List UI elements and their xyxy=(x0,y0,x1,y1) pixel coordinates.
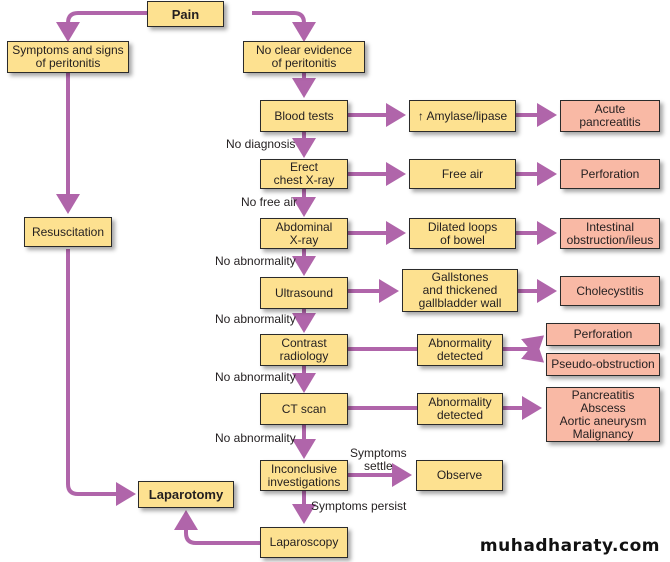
node-contrast-radiology: Contrast radiology xyxy=(260,334,348,366)
node-intestinal-obstruction: Intestinal obstruction/ileus xyxy=(560,218,660,249)
node-cholecystitis: Cholecystitis xyxy=(560,276,660,306)
label-symptoms-persist: Symptoms persist xyxy=(311,499,407,513)
node-perforation: Perforation xyxy=(560,159,660,189)
node-gallstones: Gallstones and thickened gallbladder wal… xyxy=(402,269,518,312)
node-ultrasound: Ultrasound xyxy=(260,277,348,309)
node-pain: Pain xyxy=(147,1,224,27)
node-erect-chest-xray: Erect chest X-ray xyxy=(260,159,348,189)
watermark: muhadharaty.com xyxy=(479,536,660,556)
node-inconclusive: Inconclusive investigations xyxy=(260,460,348,491)
node-dilated-loops: Dilated loops of bowel xyxy=(409,218,516,249)
label-no-abnormality-4: No abnormality xyxy=(215,431,296,445)
node-peritonitis-signs: Symptoms and signs of peritonitis xyxy=(7,41,129,73)
node-pseudo-obstruction: Pseudo-obstruction xyxy=(546,353,660,376)
node-ct-findings: Pancreatitis Abscess Aortic aneurysm Mal… xyxy=(546,387,660,442)
node-no-clear-evidence: No clear evidence of peritonitis xyxy=(243,41,365,73)
node-abnormality-detected-1: Abnormality detected xyxy=(417,334,503,366)
arrow-laparoscopy-to-laparotomy xyxy=(174,510,260,545)
node-amylase-lipase: ↑ Amylase/lipase xyxy=(409,100,516,132)
node-resuscitation: Resuscitation xyxy=(24,217,112,247)
label-no-abnormality-2: No abnormality xyxy=(215,312,296,326)
node-free-air: Free air xyxy=(409,159,516,189)
label-symptoms-settle: Symptoms settle xyxy=(350,446,407,473)
arrow-fork-to-perforation xyxy=(521,335,545,358)
node-ct-scan: CT scan xyxy=(260,393,348,425)
node-abnormality-detected-2: Abnormality detected xyxy=(417,393,503,425)
node-laparotomy: Laparotomy xyxy=(138,481,234,508)
node-blood-tests: Blood tests xyxy=(260,100,348,132)
arrow-fork-to-pseudo xyxy=(521,340,545,363)
node-acute-pancreatitis: Acute pancreatitis xyxy=(560,100,660,132)
label-no-diagnosis: No diagnosis xyxy=(226,137,296,151)
node-observe: Observe xyxy=(416,460,503,491)
node-abdominal-xray: Abdominal X-ray xyxy=(260,218,348,249)
label-no-free-air: No free air xyxy=(241,195,298,209)
label-no-abnormality-3: No abnormality xyxy=(215,370,296,384)
arrow-pain-to-peritonitis xyxy=(56,11,148,42)
arrow-resuscitation-to-laparotomy xyxy=(66,249,136,506)
node-laparoscopy: Laparoscopy xyxy=(260,527,348,558)
node-perforation-2: Perforation xyxy=(546,323,660,346)
label-no-abnormality-1: No abnormality xyxy=(215,254,296,268)
arrow-pain-to-no-evidence xyxy=(252,11,316,42)
